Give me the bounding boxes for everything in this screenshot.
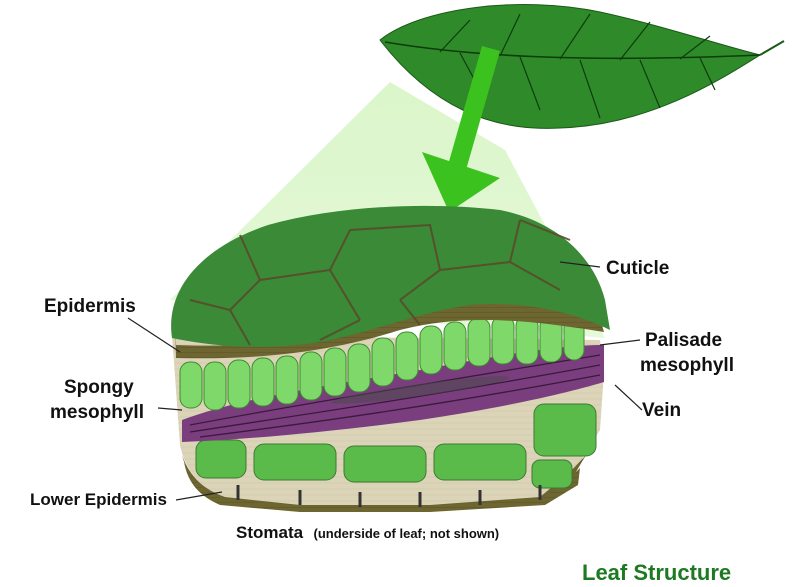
label-spongy: Spongy [64,377,134,398]
label-epidermis: Epidermis [44,296,136,317]
label-vein: Vein [642,400,681,421]
label-lower-epidermis: Lower Epidermis [30,490,167,509]
label-palisade-2: mesophyll [640,355,734,376]
label-cuticle: Cuticle [606,258,669,279]
down-arrow [422,46,500,212]
label-stomata: Stomata [236,523,304,542]
label-palisade: Palisade [645,330,722,351]
spongy-cells [195,403,597,489]
leader-lines [127,261,643,501]
diagram-title: Leaf Structure [582,560,731,585]
label-stomata-line: Stomata (underside of leaf; not shown) [236,523,499,542]
leaf-illustration [379,4,785,129]
label-spongy-2: mesophyll [50,402,144,423]
palisade-cells [179,315,585,411]
label-stomata-note: (underside of leaf; not shown) [314,526,500,541]
leaf-cross-section [171,205,610,512]
